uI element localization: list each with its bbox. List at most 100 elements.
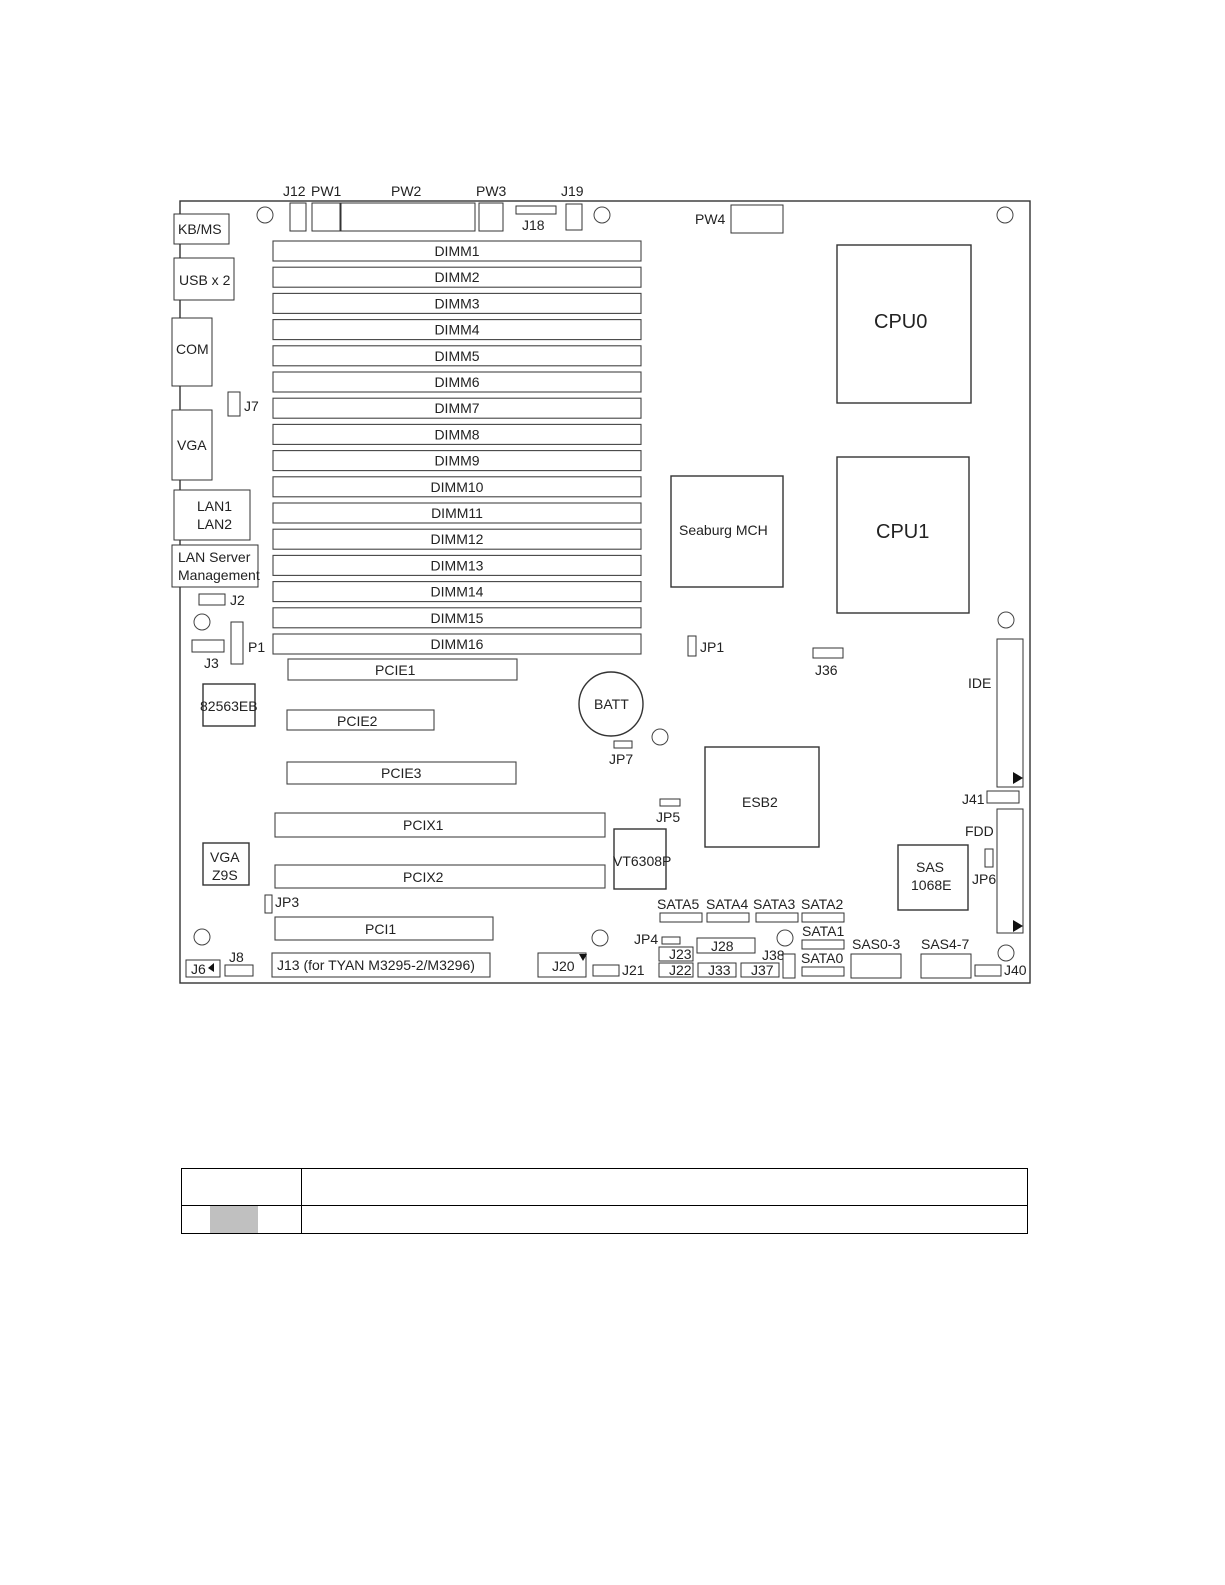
pcie2-label: PCIE2 bbox=[337, 713, 378, 729]
j19-connector bbox=[565, 203, 583, 231]
mount-hole-icon bbox=[997, 944, 1015, 962]
audio-chip bbox=[613, 828, 667, 890]
dimm-slot-7 bbox=[272, 397, 642, 419]
label-pw4: PW4 bbox=[695, 211, 726, 227]
label-j18: J18 bbox=[522, 217, 545, 233]
pcix1-label: PCIX1 bbox=[403, 817, 444, 833]
dimm-slot-1 bbox=[272, 240, 642, 262]
mch-label: Seaburg MCH bbox=[679, 522, 768, 538]
mch-chip bbox=[670, 475, 784, 588]
legend-row bbox=[181, 1168, 1028, 1206]
dimm-slot-4 bbox=[272, 319, 642, 341]
sata4-connector bbox=[706, 912, 750, 923]
dimm-label-2: DIMM2 bbox=[434, 269, 479, 285]
jp7-label: JP7 bbox=[609, 751, 633, 767]
fdd-label: FDD bbox=[965, 823, 994, 839]
j7-label: J7 bbox=[244, 398, 259, 414]
usb-port bbox=[173, 257, 235, 301]
dimm-slots: DIMM1DIMM2DIMM3DIMM4DIMM5DIMM6DIMM7DIMM8… bbox=[272, 240, 642, 655]
legend-table bbox=[181, 1168, 1028, 1234]
legend-cell bbox=[181, 1168, 302, 1206]
sas03-connector bbox=[850, 953, 902, 979]
dimm-label-3: DIMM3 bbox=[434, 295, 479, 311]
j22-label: J22 bbox=[669, 962, 692, 978]
sata1-label: SATA1 bbox=[802, 923, 844, 939]
fdd-connector bbox=[996, 808, 1024, 934]
j38-header bbox=[782, 953, 796, 979]
esb2-chip bbox=[704, 746, 820, 848]
legend-row bbox=[181, 1205, 1028, 1234]
dimm-label-1: DIMM1 bbox=[434, 243, 479, 259]
jp3-jumper bbox=[264, 894, 273, 914]
com-label: COM bbox=[176, 341, 209, 357]
pcie1-label: PCIE1 bbox=[375, 662, 416, 678]
j36-label: J36 bbox=[815, 662, 838, 678]
lan1-label: LAN1 bbox=[197, 498, 232, 514]
j3-header bbox=[191, 639, 225, 653]
dimm-label-4: DIMM4 bbox=[434, 322, 479, 338]
dimm-label-12: DIMM12 bbox=[431, 531, 484, 547]
j22-header bbox=[658, 962, 694, 978]
sas-chip bbox=[897, 844, 969, 911]
kbms-port bbox=[173, 213, 230, 245]
mount-hole-icon bbox=[776, 929, 794, 947]
legend-cell bbox=[301, 1205, 1028, 1234]
dimm-slot-12 bbox=[272, 528, 642, 550]
dimm-label-14: DIMM14 bbox=[431, 584, 484, 600]
sas-label-1: SAS bbox=[916, 859, 944, 875]
dimm-label-13: DIMM13 bbox=[431, 557, 484, 573]
com-port bbox=[171, 317, 213, 387]
j8-header bbox=[224, 964, 254, 977]
jp4-jumper bbox=[661, 936, 681, 945]
battery-icon bbox=[578, 671, 644, 737]
pcix2-label: PCIX2 bbox=[403, 869, 444, 885]
j40-header bbox=[974, 964, 1002, 977]
mount-hole-icon bbox=[256, 206, 274, 224]
pin1-marker-icon bbox=[579, 954, 587, 961]
legend-cell bbox=[301, 1168, 1028, 1206]
esb2-label: ESB2 bbox=[742, 794, 778, 810]
jp1-jumper bbox=[687, 635, 697, 657]
j37-label: J37 bbox=[751, 962, 774, 978]
label-j12: J12 bbox=[283, 183, 306, 199]
pw1-connector bbox=[311, 202, 341, 232]
dimm-label-7: DIMM7 bbox=[434, 400, 479, 416]
jp5-jumper bbox=[659, 798, 681, 807]
dimm-label-6: DIMM6 bbox=[434, 374, 479, 390]
label-pw2: PW2 bbox=[391, 183, 422, 199]
pcie3-slot bbox=[286, 761, 517, 785]
mount-hole-icon bbox=[996, 206, 1014, 224]
jp6-label: JP6 bbox=[972, 871, 996, 887]
j36-header bbox=[812, 647, 844, 659]
nic-chip bbox=[202, 683, 256, 727]
pci1-slot bbox=[274, 916, 494, 941]
ide-label: IDE bbox=[968, 675, 991, 691]
sata3-label: SATA3 bbox=[753, 896, 795, 912]
nic-label: 82563EB bbox=[200, 698, 258, 714]
sata3-connector bbox=[755, 912, 799, 923]
j21-header bbox=[592, 964, 620, 977]
sas47-label: SAS4-7 bbox=[921, 936, 969, 952]
j7-header bbox=[227, 391, 241, 417]
pw4-connector bbox=[730, 204, 784, 234]
lan-mgmt-label-1: LAN Server bbox=[178, 549, 251, 565]
j28-label: J28 bbox=[711, 938, 734, 954]
pw3-connector bbox=[478, 202, 504, 232]
mount-hole-icon bbox=[593, 206, 611, 224]
pcie1-slot bbox=[287, 658, 518, 681]
j28-header bbox=[696, 937, 756, 954]
mount-hole-icon bbox=[591, 929, 609, 947]
j13-label: J13 (for TYAN M3295-2/M3296) bbox=[277, 957, 475, 973]
dimm-slot-10 bbox=[272, 476, 642, 498]
jp4-label: JP4 bbox=[634, 931, 658, 947]
mount-hole-icon bbox=[193, 613, 211, 631]
sata2-connector bbox=[801, 912, 845, 923]
jp7-jumper bbox=[613, 740, 633, 749]
dimm-slot-9 bbox=[272, 450, 642, 472]
mount-hole-icon bbox=[997, 611, 1015, 629]
vga-chip bbox=[202, 842, 250, 886]
dimm-slot-5 bbox=[272, 345, 642, 367]
dimm-slot-15 bbox=[272, 607, 642, 629]
lan-mgmt-label-2: Management bbox=[178, 567, 260, 583]
